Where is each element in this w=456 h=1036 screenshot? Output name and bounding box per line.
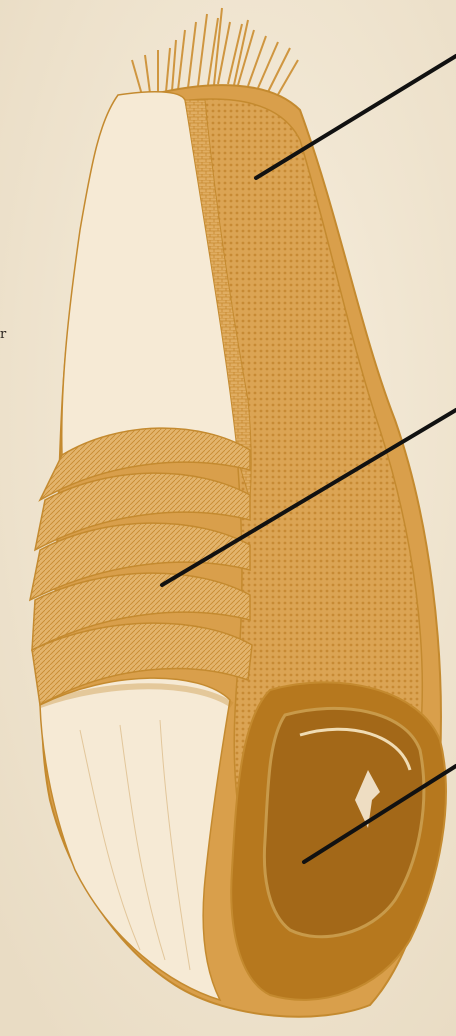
clipped-label-fragment: r	[0, 328, 6, 341]
